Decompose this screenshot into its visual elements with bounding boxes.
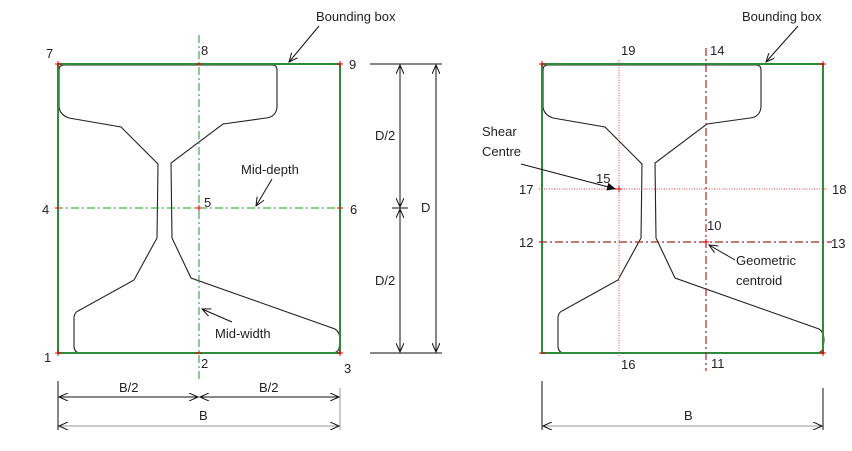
width-label: B — [684, 408, 693, 423]
point-11: 11 — [711, 356, 725, 371]
bounding-box-label: Bounding box — [316, 9, 396, 24]
point-markers — [55, 61, 343, 356]
shear-centre-label-line1: Shear — [482, 124, 517, 139]
left-diagram: 1 2 3 4 5 6 7 8 9 Bounding box Mid-depth… — [42, 9, 442, 430]
shear-centre-arrow — [520, 163, 617, 191]
rail-section-outline — [542, 64, 825, 354]
point-4: 4 — [42, 202, 49, 217]
mid-width-arrow — [202, 309, 233, 323]
point-6: 6 — [350, 202, 357, 217]
mid-depth-arrow — [256, 178, 273, 206]
point-1: 1 — [44, 350, 51, 365]
mid-width-label: Mid-width — [215, 326, 271, 341]
point-2: 2 — [201, 356, 208, 371]
point-19: 19 — [621, 43, 635, 58]
point-17: 17 — [519, 182, 533, 197]
point-13: 13 — [831, 236, 845, 251]
point-10: 10 — [707, 218, 721, 233]
centroid-label-line2: centroid — [736, 273, 782, 288]
centroid-arrow — [709, 245, 736, 261]
shear-centre-label-line2: Centre — [482, 144, 521, 159]
point-5: 5 — [204, 195, 211, 210]
centroid-label-line1: Geometric — [736, 253, 796, 268]
half-depth-label-lower: D/2 — [375, 273, 395, 288]
bounding-box-arrow — [289, 25, 320, 62]
point-16: 16 — [621, 357, 635, 372]
mid-depth-label: Mid-depth — [241, 162, 299, 177]
bounding-box-label: Bounding box — [742, 9, 822, 24]
point-18: 18 — [832, 182, 846, 197]
point-3: 3 — [344, 361, 351, 376]
width-label: B — [199, 408, 208, 423]
point-15: 15 — [596, 171, 610, 186]
point-8: 8 — [201, 43, 208, 58]
bounding-box — [541, 63, 824, 354]
bounding-box-arrow — [766, 25, 799, 62]
half-depth-label-upper: D/2 — [375, 128, 395, 143]
point-12: 12 — [519, 235, 533, 250]
point-markers — [539, 61, 826, 356]
point-9: 9 — [349, 57, 356, 72]
half-width-label-left: B/2 — [119, 380, 139, 395]
point-7: 7 — [46, 46, 53, 61]
point-14: 14 — [710, 43, 724, 58]
half-width-label-right: B/2 — [259, 380, 279, 395]
right-diagram: 10 11 12 13 14 15 16 17 18 19 Bounding b… — [482, 9, 846, 430]
depth-label: D — [421, 200, 430, 215]
